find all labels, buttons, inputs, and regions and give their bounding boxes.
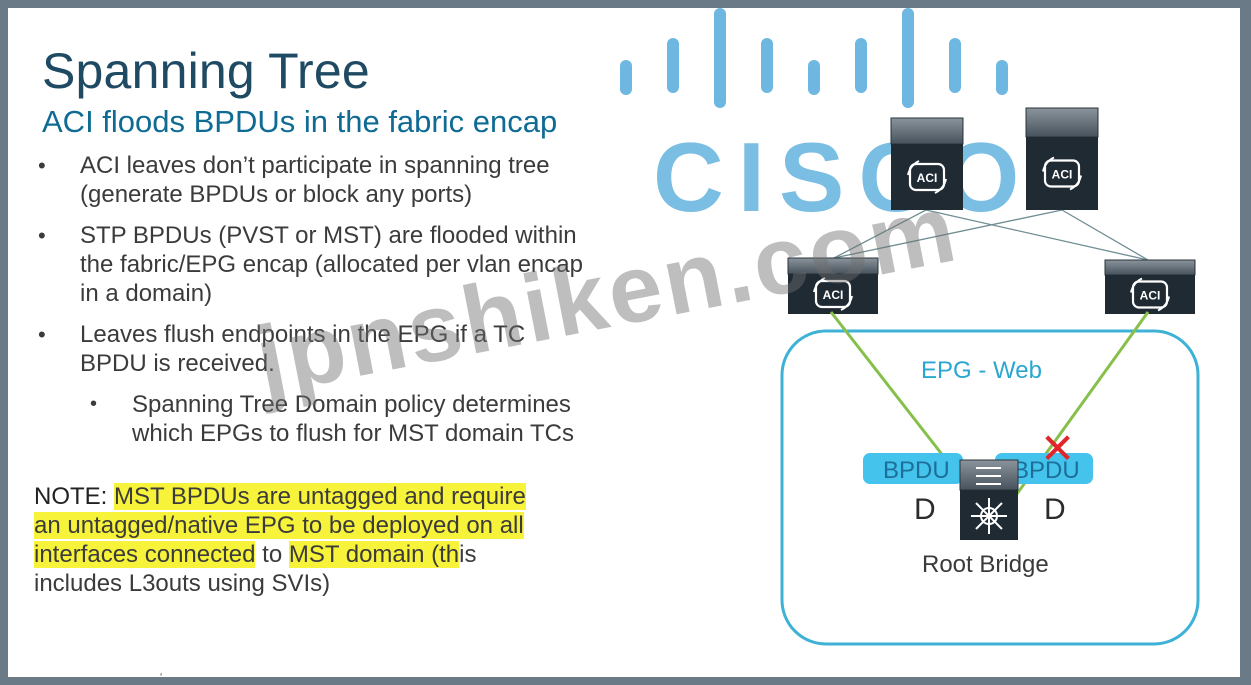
cisco-wordmark: CISCO xyxy=(653,122,1033,232)
bullet-list: ACI leaves don’t participate in spanning… xyxy=(38,151,598,460)
topology-diagram: CISCO ACI ACI ACI ACI EPG - Web BPDU BPDU ✕ xyxy=(620,8,1200,646)
slide-title: Spanning Tree xyxy=(42,43,370,99)
sub-bullet-list: Spanning Tree Domain policy determines w… xyxy=(80,390,598,448)
port-role-right: D xyxy=(1044,493,1066,526)
note-label: NOTE: xyxy=(34,483,108,510)
bpdu-left xyxy=(863,453,963,484)
bullet-item: STP BPDUs (PVST or MST) are flooded with… xyxy=(38,221,598,308)
slide: Spanning Tree ACI floods BPDUs in the fa… xyxy=(8,8,1240,677)
aci-switch-label: ACI xyxy=(823,288,844,302)
spine-switch-1: ACI xyxy=(890,117,964,210)
footer-mark: ‘ xyxy=(160,672,162,677)
aci-switch-label: ACI xyxy=(1052,168,1073,182)
spine-switch-2: ACI xyxy=(1025,107,1099,210)
leaf-switch-2: ACI xyxy=(1104,259,1196,314)
bpdu-left-label: BPDU xyxy=(883,457,950,484)
bpdu-right xyxy=(995,453,1093,484)
bullet-item: ACI leaves don’t participate in spanning… xyxy=(38,151,598,209)
port-role-left: D xyxy=(914,493,936,526)
note-paragraph: NOTE: MST BPDUs are untagged and require… xyxy=(34,482,554,598)
cisco-logo: CISCO xyxy=(620,8,1033,232)
bullet-text: STP BPDUs (PVST or MST) are flooded with… xyxy=(80,222,583,307)
bullet-text: Leaves flush endpoints in the EPG if a T… xyxy=(80,321,526,377)
epg-container xyxy=(780,329,1200,646)
bullet-item: Leaves flush endpoints in the EPG if a T… xyxy=(38,320,598,448)
root-bridge-label: Root Bridge xyxy=(922,551,1049,578)
leaf-switch-1: ACI xyxy=(787,257,879,314)
switch-icon xyxy=(971,467,1007,534)
slide-subtitle: ACI floods BPDUs in the fabric encap xyxy=(42,104,558,139)
sub-bullet-item: Spanning Tree Domain policy determines w… xyxy=(80,390,598,448)
aci-switch-label: ACI xyxy=(1140,289,1161,303)
aci-switch-label: ACI xyxy=(917,171,938,185)
note-highlight: MST domain (th xyxy=(288,541,460,568)
bpdu-right-label: BPDU xyxy=(1013,457,1080,484)
bullet-text: ACI leaves don’t participate in spanning… xyxy=(80,152,550,208)
note-text: is includes L3outs using SVIs) xyxy=(34,541,477,597)
fabric-links xyxy=(833,209,1149,261)
blocked-port-icon: ✕ xyxy=(1040,424,1075,473)
root-bridge-switch xyxy=(959,459,1019,540)
epg-label: EPG - Web xyxy=(921,357,1042,384)
sub-bullet-text: Spanning Tree Domain policy determines w… xyxy=(132,391,574,447)
note-text: to xyxy=(255,541,289,568)
